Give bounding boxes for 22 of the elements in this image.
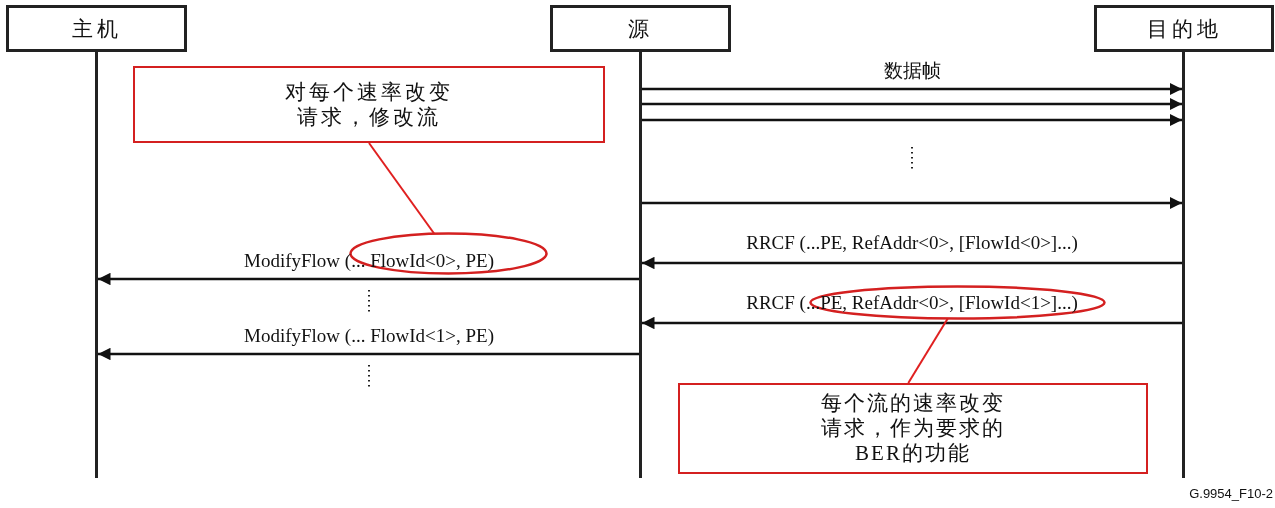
message-arrow	[642, 256, 1182, 270]
message-arrow	[642, 82, 1182, 96]
lifeline	[550, 5, 731, 478]
message-arrow	[98, 272, 639, 286]
message-arrow	[642, 316, 1182, 330]
note-box: 对每个速率改变请求，修改流	[133, 66, 605, 143]
message-label: RRCF (...PE, RefAddr<0>, [FlowId<0>]...)	[746, 232, 1078, 254]
participant-box: 主机	[6, 5, 187, 52]
lifeline	[6, 5, 187, 478]
note-box: 每个流的速率改变请求，作为要求的BER的功能	[678, 383, 1148, 474]
message-arrow	[642, 97, 1182, 111]
message-label: ModifyFlow (... FlowId<1>, PE)	[244, 325, 494, 347]
figure-id: G.9954_F10-2	[1189, 486, 1273, 501]
message-label: 数据帧	[883, 60, 941, 82]
message-arrow	[98, 347, 639, 361]
leader-line	[907, 317, 949, 384]
message-arrow	[642, 196, 1182, 210]
leader-line	[368, 142, 436, 235]
message-arrow	[642, 113, 1182, 127]
participant-box: 源	[550, 5, 731, 52]
participant-box: 目的地	[1094, 5, 1274, 52]
lifeline	[1094, 5, 1274, 478]
